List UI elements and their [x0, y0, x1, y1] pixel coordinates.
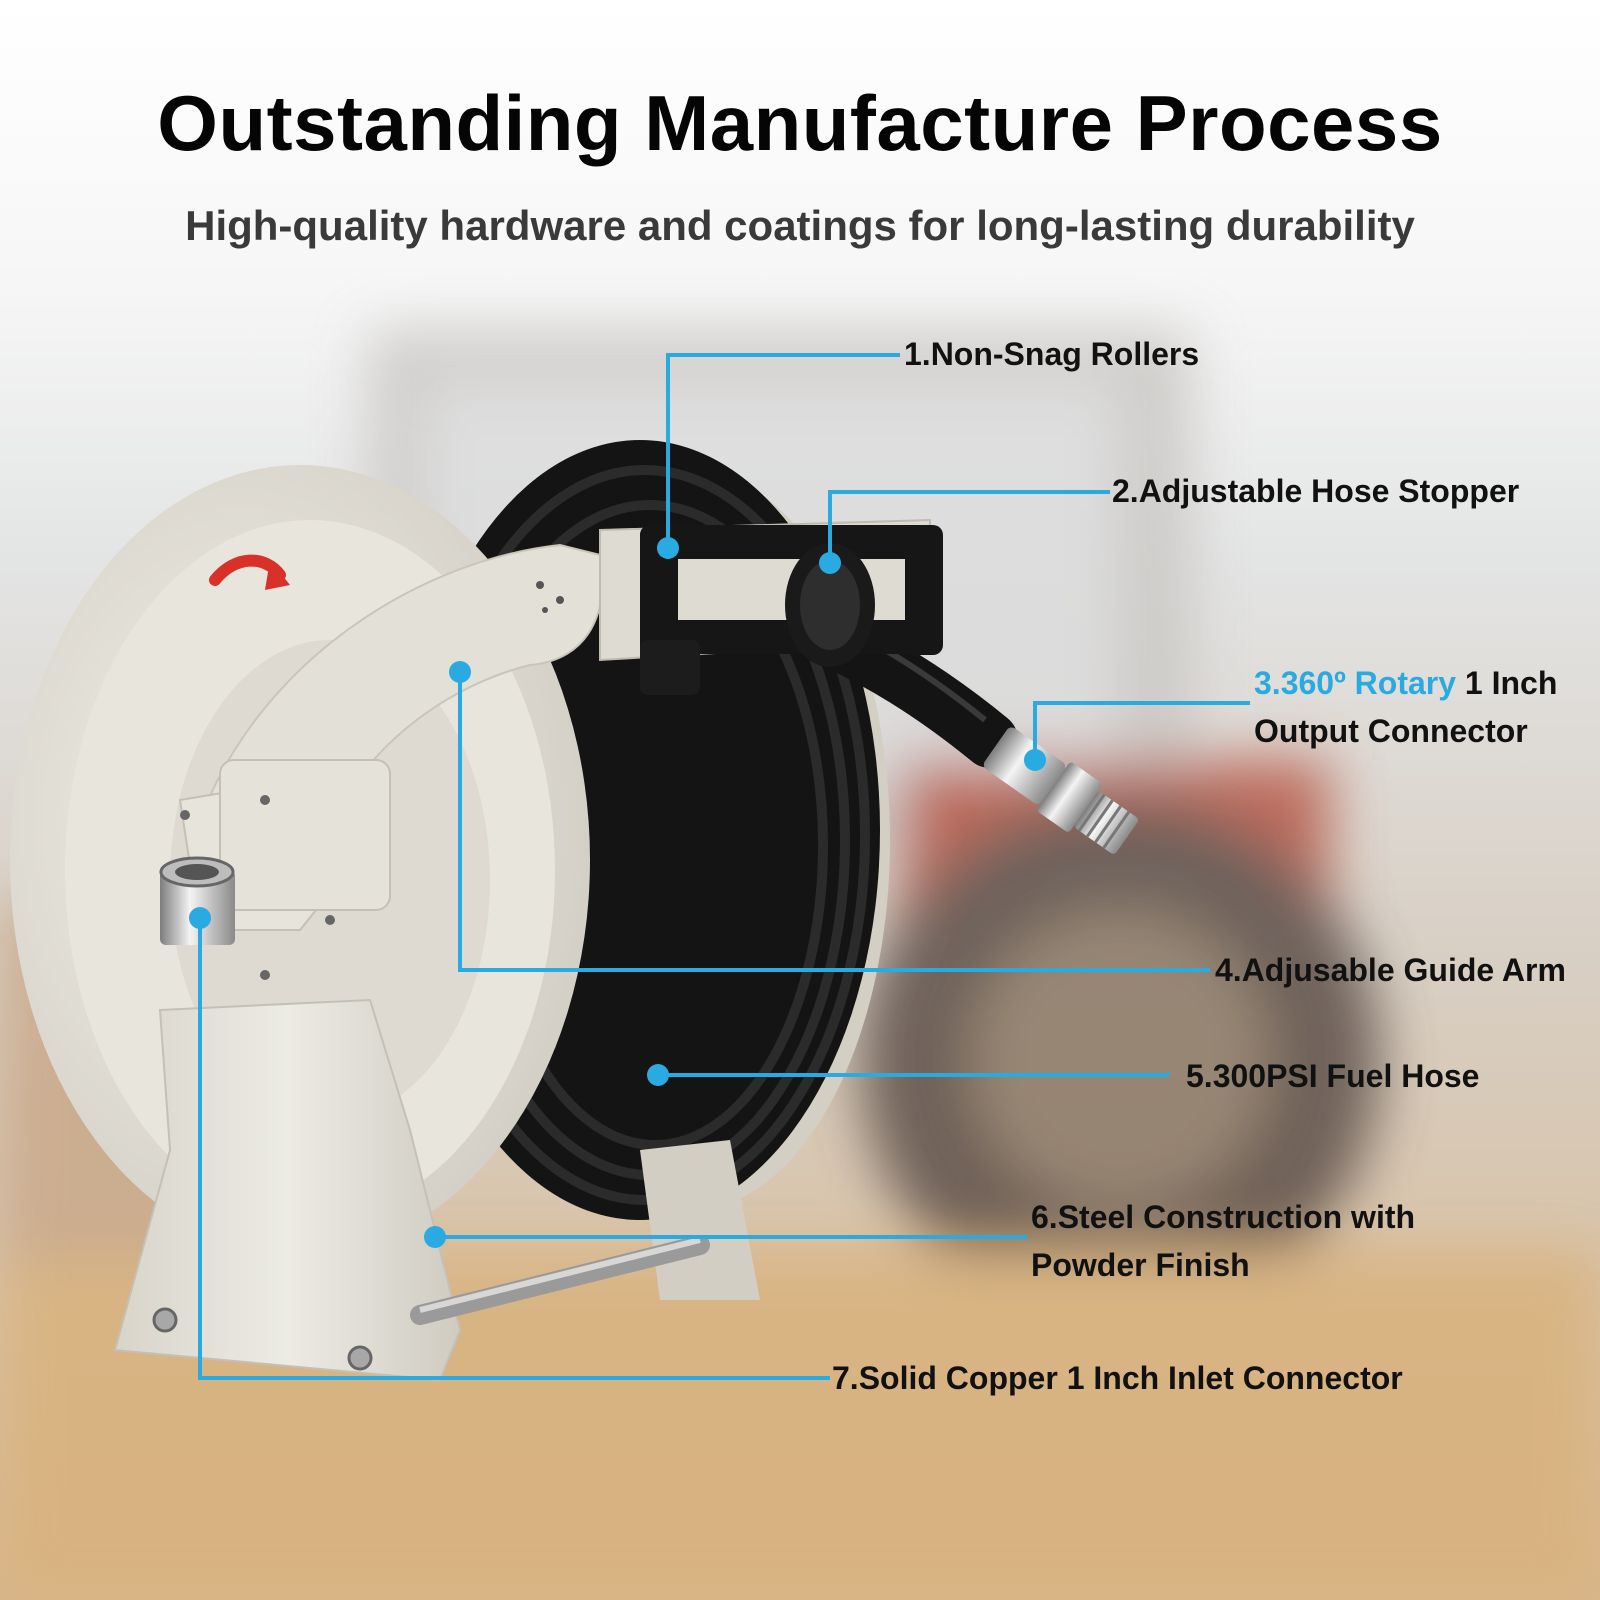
callout-label-5: 5.300PSI Fuel Hose — [1186, 1058, 1480, 1094]
callout-dot-2 — [819, 552, 841, 574]
outlet-connector — [983, 727, 1138, 854]
callout-label-3-line2: Output Connector — [1254, 713, 1528, 749]
callout-dot-1 — [657, 537, 679, 559]
callout-dot-5 — [647, 1064, 669, 1086]
callout-label-6-line1: 6.Steel Construction with — [1031, 1199, 1416, 1235]
page-title: Outstanding Manufacture Process — [157, 79, 1443, 167]
callout-line-2 — [828, 490, 1110, 563]
callout-label-7: 7.Solid Copper 1 Inch Inlet Connector — [832, 1360, 1403, 1396]
callout-line-7 — [198, 918, 830, 1380]
callout-label-3: 3.360º Rotary 1 Inch — [1254, 659, 1557, 707]
callout-dot-6 — [424, 1226, 446, 1248]
callout-label-1: 1.Non-Snag Rollers — [904, 336, 1200, 372]
callout-line-3 — [1033, 701, 1250, 760]
page-subtitle: High-quality hardware and coatings for l… — [185, 202, 1415, 249]
callout-dot-7 — [189, 907, 211, 929]
callout-line-4 — [458, 672, 1210, 972]
callout-dot-3 — [1024, 749, 1046, 771]
callout-label-4: 4.Adjusable Guide Arm — [1215, 952, 1566, 988]
callout-line-1 — [666, 353, 900, 548]
callout-label-6-line2: Powder Finish — [1031, 1247, 1250, 1283]
callout-label-3-rest: 1 Inch — [1456, 665, 1558, 701]
callout-dot-4 — [449, 661, 471, 683]
callout-label-2: 2.Adjustable Hose Stopper — [1112, 473, 1520, 509]
callout-label-3-accent: 3.360º Rotary — [1254, 665, 1457, 701]
